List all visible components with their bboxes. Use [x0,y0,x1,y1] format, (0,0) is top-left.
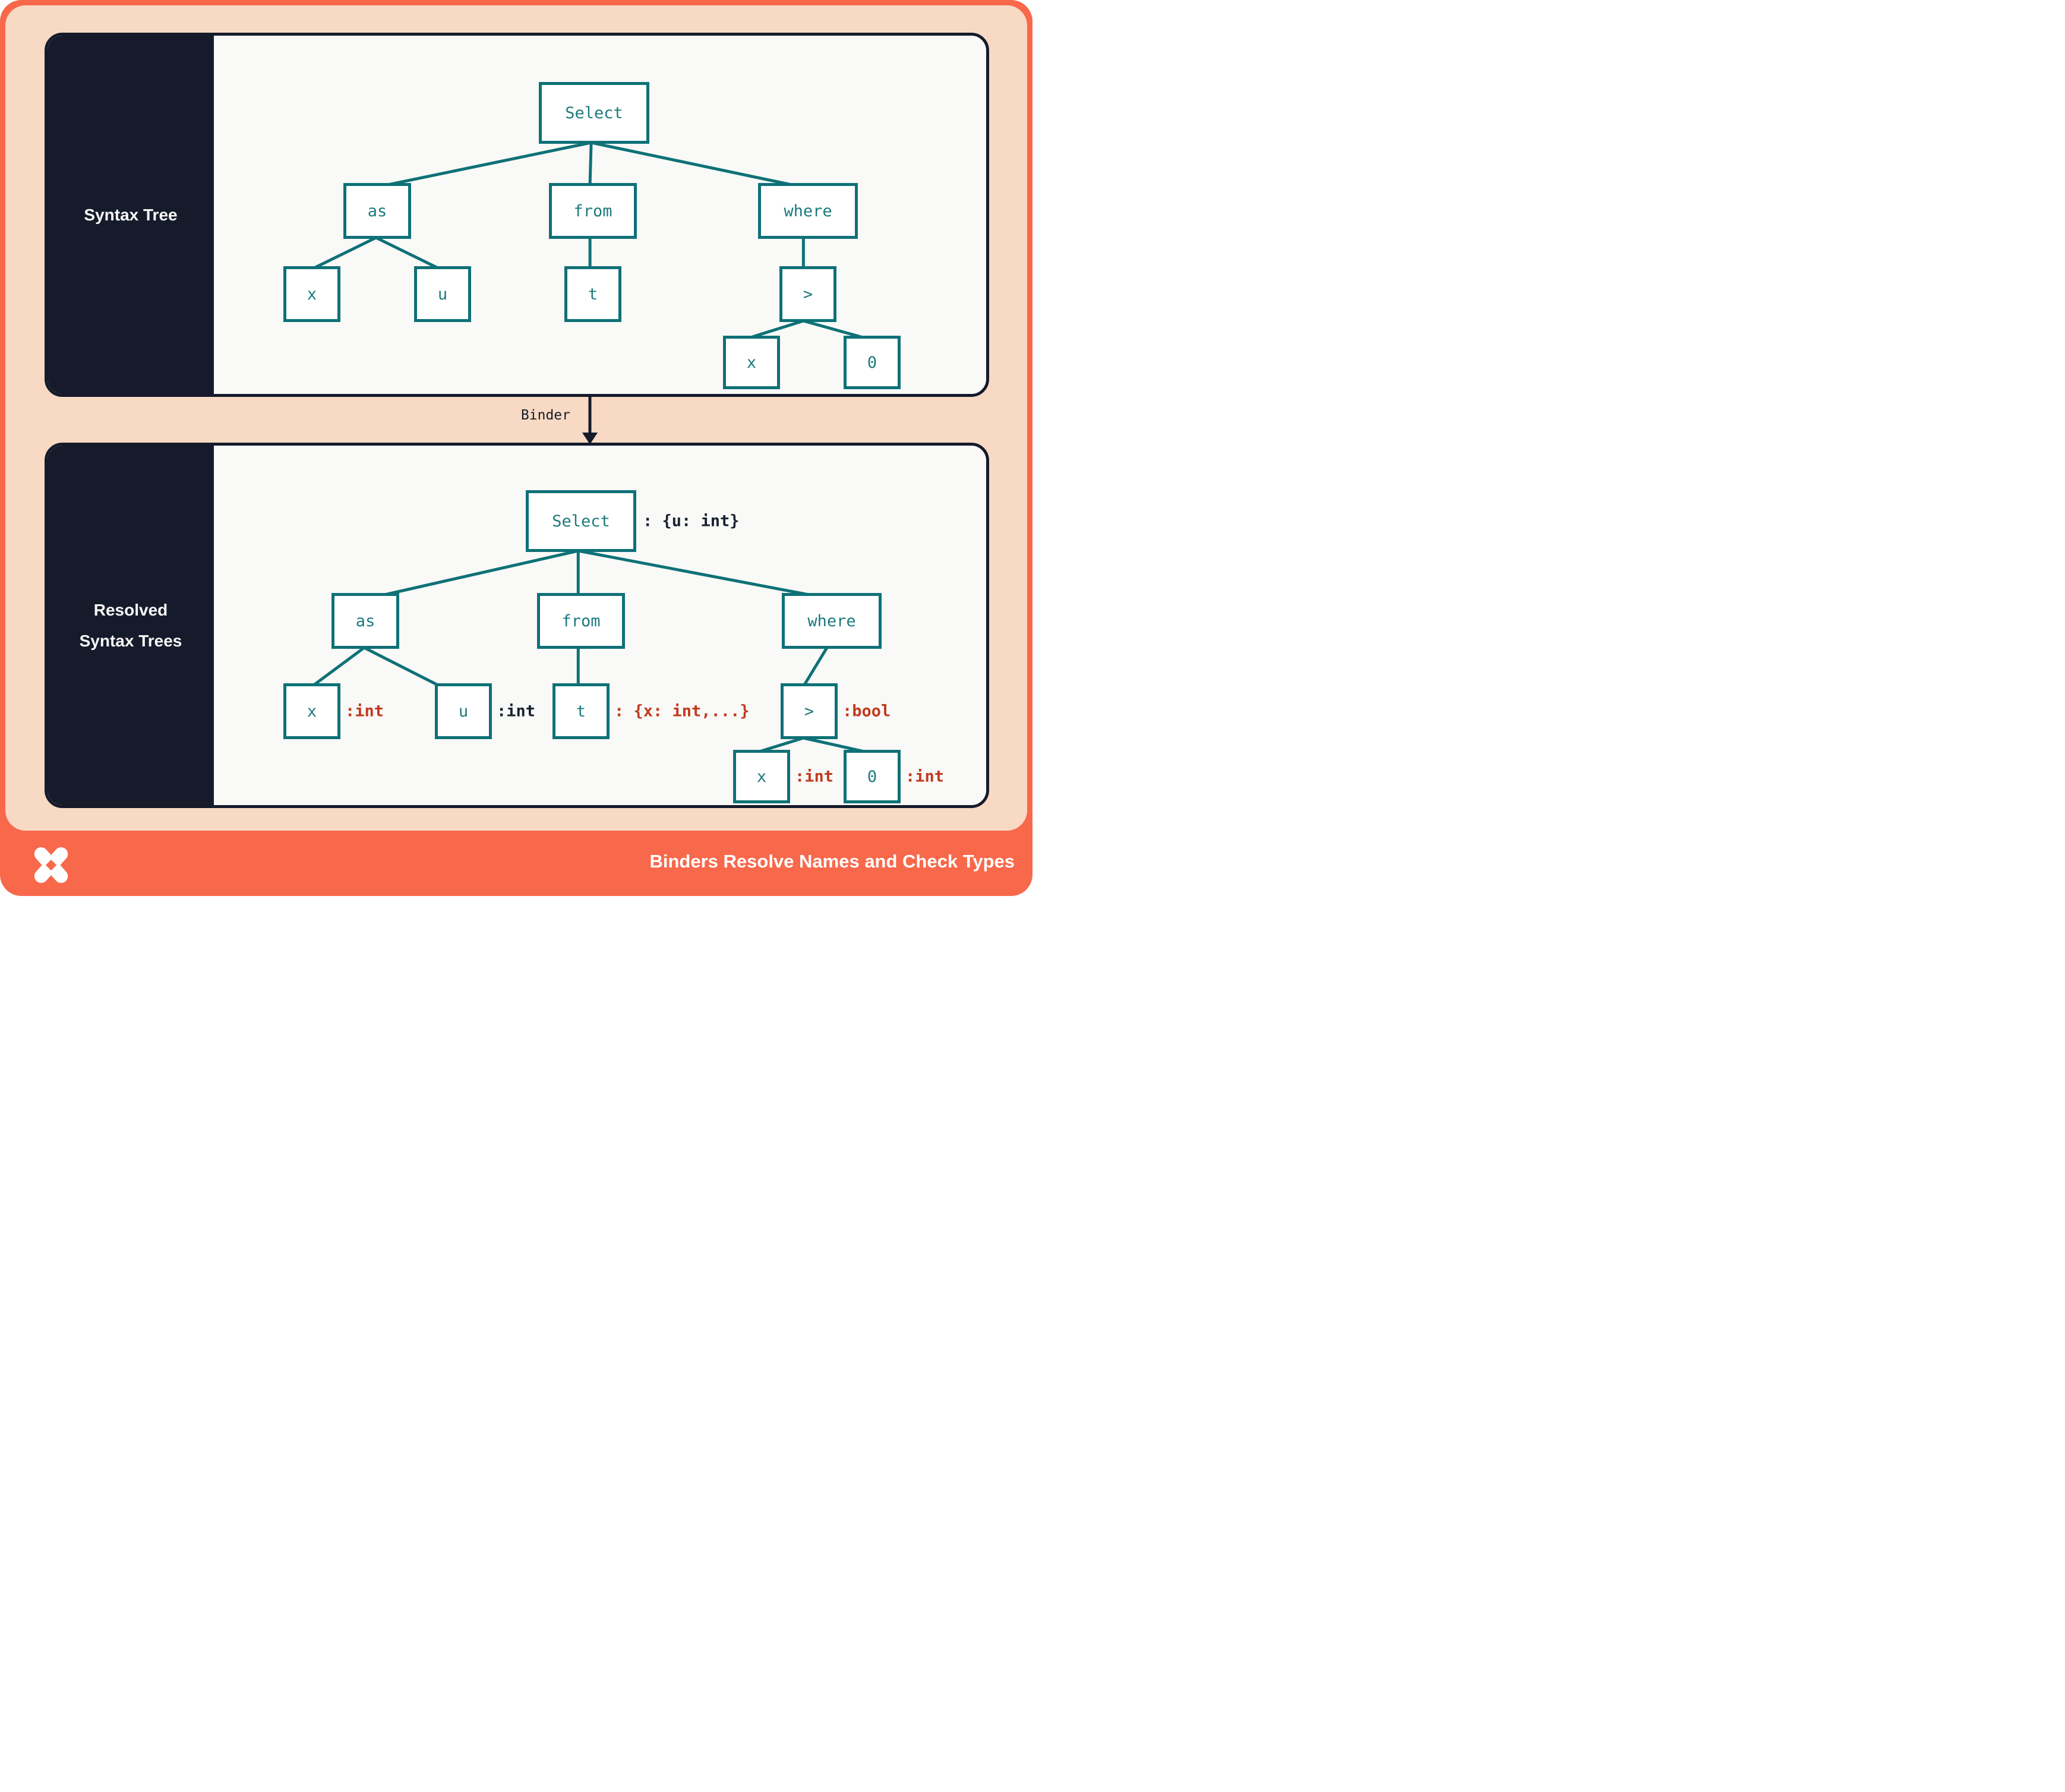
tree-node-label: > [803,285,813,304]
tree-node-t: t [552,683,610,739]
tree-node-label: Select [565,103,623,122]
syntax-tree-panel: Syntax Tree Select as from [45,33,989,397]
tree-node-label: x [307,702,317,721]
tree-node-as: as [331,593,399,649]
tree-edge [803,646,829,686]
tree-node-where: where [758,183,858,239]
tree-node-u: u [414,266,471,322]
tree-node-u: u [435,683,492,739]
tree-node-label: as [355,611,375,630]
tree-node-x2: x [723,336,780,389]
x-logo-icon [34,847,68,884]
tree-node-label: u [458,702,469,721]
type-annotation-t: : {x: int,...} [614,702,750,721]
tree-edge [748,319,804,340]
resolved-panel-label-line1: Resolved [93,600,168,619]
tree-edge [375,236,440,270]
tree-node-select: Select [539,82,649,144]
type-annotation-select: : {u: int} [643,512,740,531]
tree-node-t: t [564,266,621,322]
syntax-tree-sidebar: Syntax Tree [48,36,214,394]
tree-node-zero: 0 [844,750,901,803]
syntax-tree-canvas: Select as from where x u t > [214,36,986,394]
tree-node-gt: > [781,683,838,739]
tree-node-select: Select [526,490,636,552]
resolved-panel-label-line2: Syntax Trees [79,631,182,650]
type-annotation-x2: :int [795,767,834,786]
tree-edge [591,141,795,187]
type-annotation-gt: :bool [842,702,891,721]
tree-node-zero: 0 [844,336,901,389]
type-annotation-u: :int [497,702,536,721]
tree-node-where: where [782,593,882,649]
tree-node-gt: > [779,266,836,322]
tree-edge [312,646,365,687]
tree-node-label: from [573,201,612,220]
tree-node-x: x [283,683,340,739]
tree-edge [363,646,440,687]
binder-label: Binder [520,408,570,423]
tree-node-label: x [746,353,757,372]
tree-node-label: where [807,611,856,630]
tree-node-from: from [537,593,625,649]
resolved-syntax-trees-panel: Resolved Syntax Trees Select : {u: int} … [45,443,989,808]
tree-node-from: from [549,183,637,239]
tree-node-label: t [576,702,586,721]
tree-node-as: as [343,183,411,239]
tree-node-label: where [784,201,832,220]
tree-edge [577,549,813,597]
type-annotation-x: :int [345,702,384,721]
slide-title: Binders Resolve Names and Check Types [649,851,1015,872]
tree-node-x2: x [733,750,790,803]
tree-node-label: Select [552,512,610,531]
tree-node-label: as [367,201,387,220]
type-annotation-zero: :int [905,767,945,786]
slide: Syntax Tree Select as from [0,0,1032,896]
resolved-syntax-trees-sidebar: Resolved Syntax Trees [48,446,214,805]
tree-edges [312,141,866,340]
tree-node-label: from [561,611,601,630]
tree-node-label: t [588,285,598,304]
tree-edge [803,319,866,340]
tree-edge [381,549,579,597]
tree-edge [384,141,592,187]
tree-node-label: 0 [867,353,877,372]
tree-edge [312,236,377,270]
binder-arrow-down-icon [582,397,598,444]
tree-node-label: > [804,702,814,721]
tree-node-label: x [756,767,767,786]
tree-node-label: u [437,285,448,304]
resolved-syntax-trees-canvas: Select : {u: int} as from where x :int u… [214,446,986,805]
tree-node-label: 0 [867,767,877,786]
tree-edge [588,142,593,185]
syntax-tree-panel-label: Syntax Tree [84,205,178,224]
tree-node-label: x [307,285,317,304]
tree-node-x: x [283,266,340,322]
